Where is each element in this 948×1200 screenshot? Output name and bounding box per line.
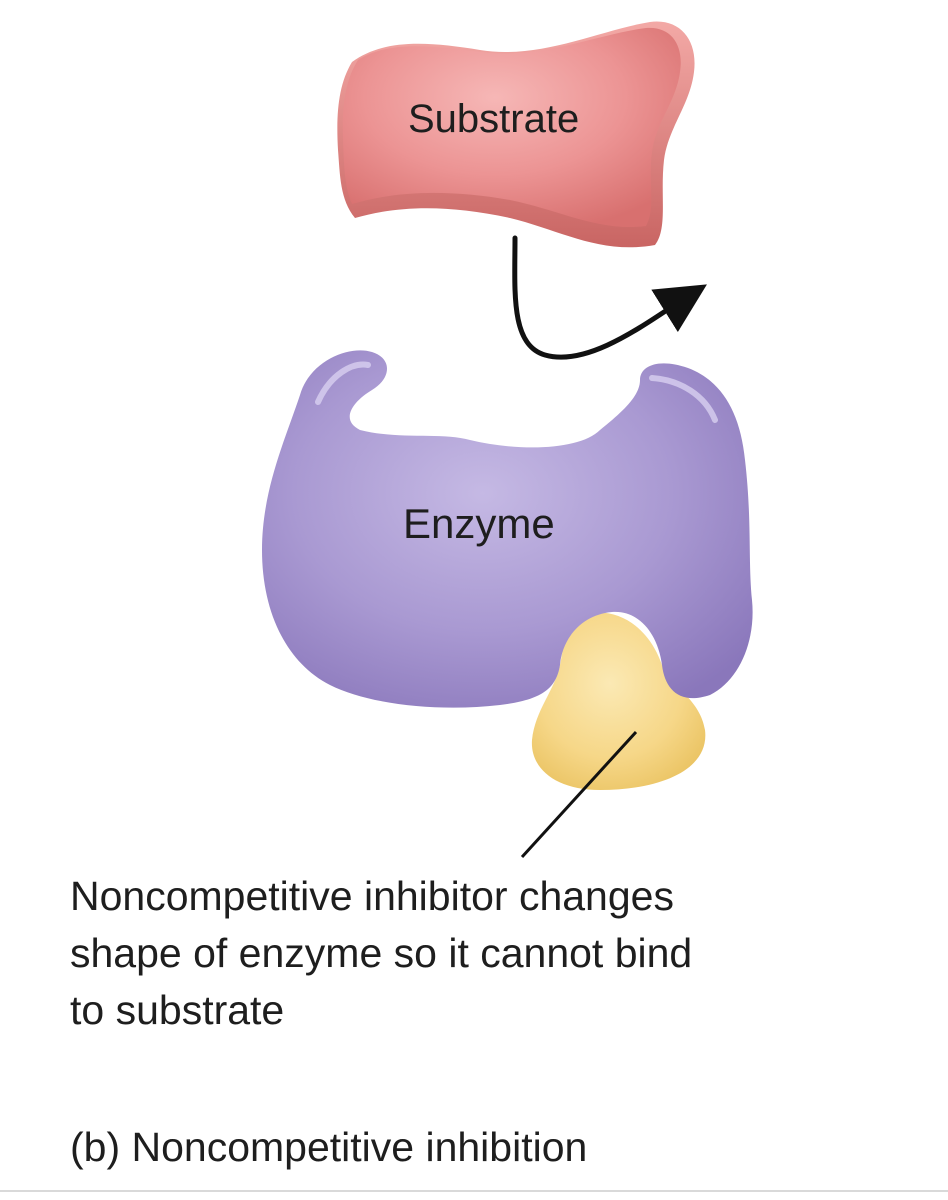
substrate-label: Substrate [408, 97, 580, 141]
bottom-divider [0, 1190, 948, 1192]
inhibitor-caption: Noncompetitive inhibitor changes shape o… [70, 873, 693, 1033]
inhibitor-shape [531, 612, 706, 790]
enzyme-shape [262, 350, 753, 708]
arrow-path [512, 235, 707, 360]
figure-caption: (b) Noncompetitive inhibition [70, 1124, 588, 1170]
leader-line [520, 730, 638, 859]
enzyme-label: Enzyme [403, 500, 555, 547]
substrate-shape [337, 21, 695, 248]
